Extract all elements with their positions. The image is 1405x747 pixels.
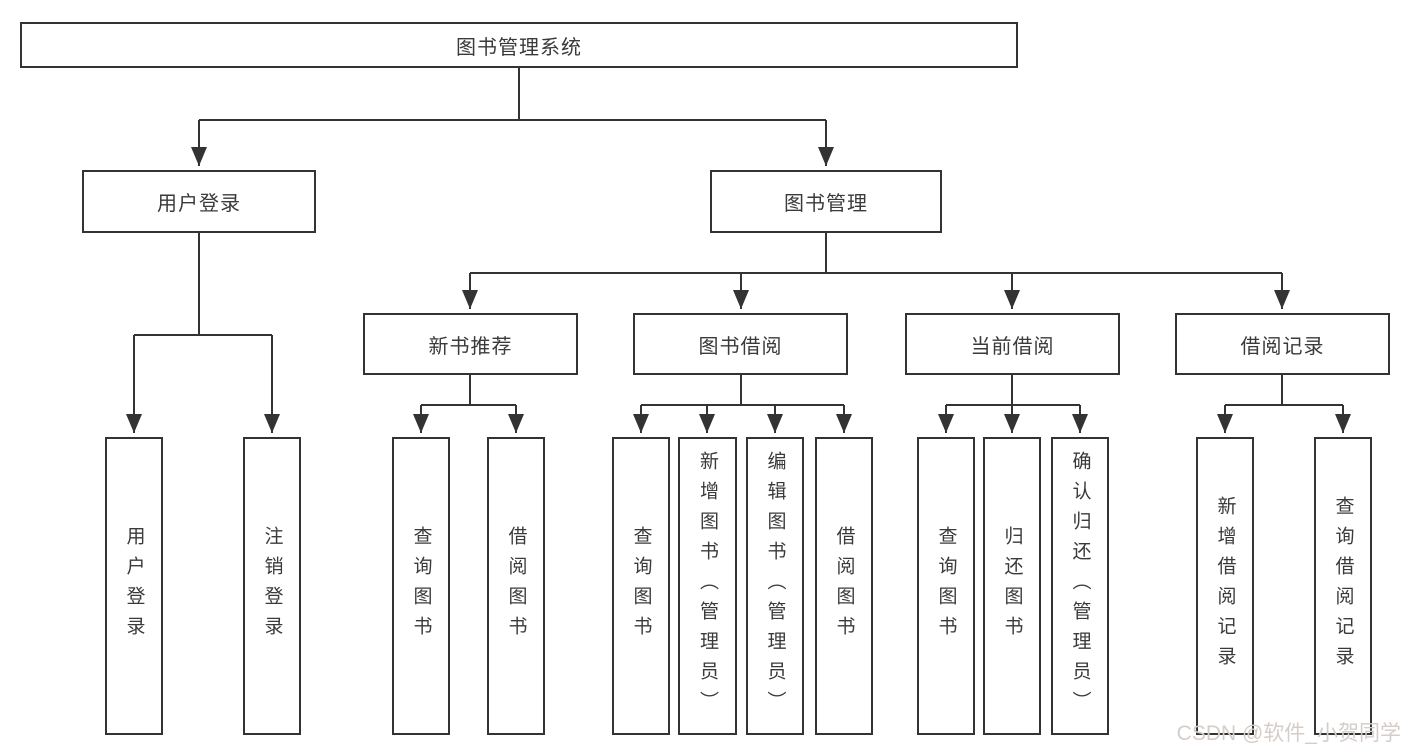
leaf-logout: 注销登录 <box>243 437 301 735</box>
leaf-query-book-recommend: 查询图书 <box>392 437 450 735</box>
node-borrow-records-label: 借阅记录 <box>1240 335 1325 358</box>
node-current-borrow-label: 当前借阅 <box>970 335 1055 358</box>
node-user-login-label: 用户登录 <box>157 193 241 215</box>
node-root: 图书管理系统 <box>20 22 1018 68</box>
leaf-confirm-return-admin: 确认归还（管理员） <box>1051 437 1109 735</box>
leaf-borrow-book-recommend: 借阅图书 <box>487 437 545 735</box>
watermark: CSDN @软件_小贺同学 <box>1176 722 1401 745</box>
leaf-query-book-borrow: 查询图书 <box>612 437 670 735</box>
leaf-borrow-book: 借阅图书 <box>815 437 873 735</box>
node-borrow-records: 借阅记录 <box>1175 313 1390 375</box>
leaf-return-book: 归还图书 <box>983 437 1041 735</box>
leaf-user-login: 用户登录 <box>105 437 163 735</box>
leaf-add-borrow-record: 新增借阅记录 <box>1196 437 1254 735</box>
leaf-query-borrow-record: 查询借阅记录 <box>1314 437 1372 735</box>
leaf-query-book-current: 查询图书 <box>917 437 975 735</box>
node-book-mgmt-label: 图书管理 <box>784 193 868 215</box>
node-user-login: 用户登录 <box>82 170 316 233</box>
node-new-book-label: 新书推荐 <box>428 335 513 358</box>
node-book-borrow: 图书借阅 <box>633 313 848 375</box>
leaf-edit-book-admin: 编辑图书（管理员） <box>746 437 804 735</box>
node-book-mgmt: 图书管理 <box>710 170 942 233</box>
leaf-add-book-admin: 新增图书（管理员） <box>678 437 737 735</box>
node-current-borrow: 当前借阅 <box>905 313 1120 375</box>
node-book-borrow-label: 图书借阅 <box>698 335 783 358</box>
node-new-book-recommend: 新书推荐 <box>363 313 578 375</box>
node-root-label: 图书管理系统 <box>456 36 582 59</box>
